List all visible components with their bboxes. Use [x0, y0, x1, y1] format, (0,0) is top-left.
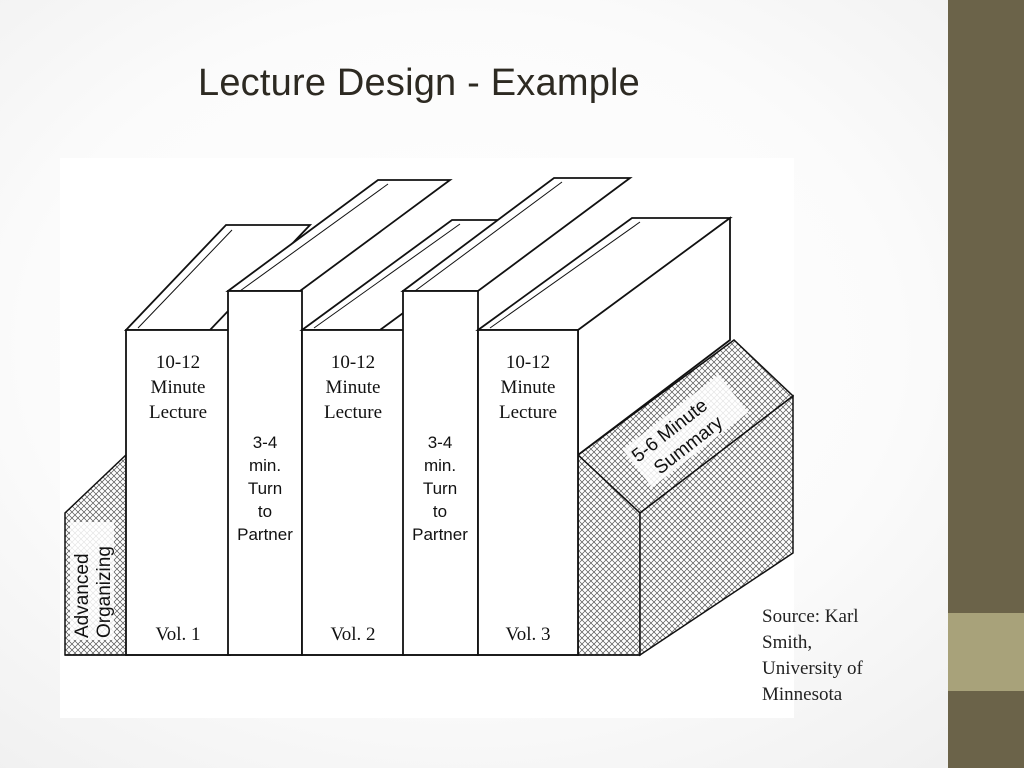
source-line-3: University of	[762, 658, 863, 679]
pause-2-line3: Turn	[423, 479, 457, 498]
book-pause-1	[225, 179, 453, 656]
pause-1-line1: 3-4	[253, 433, 278, 452]
source-line-4: Minnesota	[762, 684, 843, 705]
book-vol-1	[123, 224, 313, 656]
lecture-3-volume: Vol. 3	[505, 624, 550, 645]
lecture-1-line2: Lecture	[149, 402, 207, 423]
lecture-2-volume: Vol. 2	[330, 624, 375, 645]
source-line-2: Smith,	[762, 632, 813, 653]
lecture-1-duration: 10-12	[156, 352, 200, 373]
pause-2-line2: min.	[424, 456, 456, 475]
books-diagram: 10-12 Minute Lecture Vol. 1 10-12 Minute…	[60, 158, 794, 718]
book-pause-2	[400, 177, 633, 656]
bookend-left-line2: Organizing	[94, 546, 115, 638]
source-citation: Source: Karl Smith, University of Minnes…	[762, 604, 922, 708]
bookend-left-label: Advanced Organizing	[70, 522, 115, 640]
pause-1-line5: Partner	[237, 525, 293, 544]
lecture-2-duration: 10-12	[331, 352, 375, 373]
books-illustration: 10-12 Minute Lecture Vol. 1 10-12 Minute…	[64, 177, 794, 657]
slide-title: Lecture Design - Example	[198, 62, 641, 104]
bookend-left-line1: Advanced	[72, 553, 93, 638]
lecture-3-line2: Lecture	[499, 402, 557, 423]
lecture-3-line1: Minute	[501, 377, 556, 398]
lecture-1-volume: Vol. 1	[155, 624, 200, 645]
lecture-1-line1: Minute	[151, 377, 206, 398]
source-line-1: Source: Karl	[762, 606, 859, 627]
pause-2-line5: Partner	[412, 525, 468, 544]
pause-1-line3: Turn	[248, 479, 282, 498]
lecture-2-line1: Minute	[326, 377, 381, 398]
pause-2-line1: 3-4	[428, 433, 453, 452]
book-vol-3	[475, 216, 733, 656]
lecture-3-duration: 10-12	[506, 352, 550, 373]
lecture-2-line2: Lecture	[324, 402, 382, 423]
pause-1-line4: to	[258, 502, 272, 521]
sidebar-accent-block	[948, 613, 1024, 691]
pause-1-line2: min.	[249, 456, 281, 475]
pause-2-line4: to	[433, 502, 447, 521]
